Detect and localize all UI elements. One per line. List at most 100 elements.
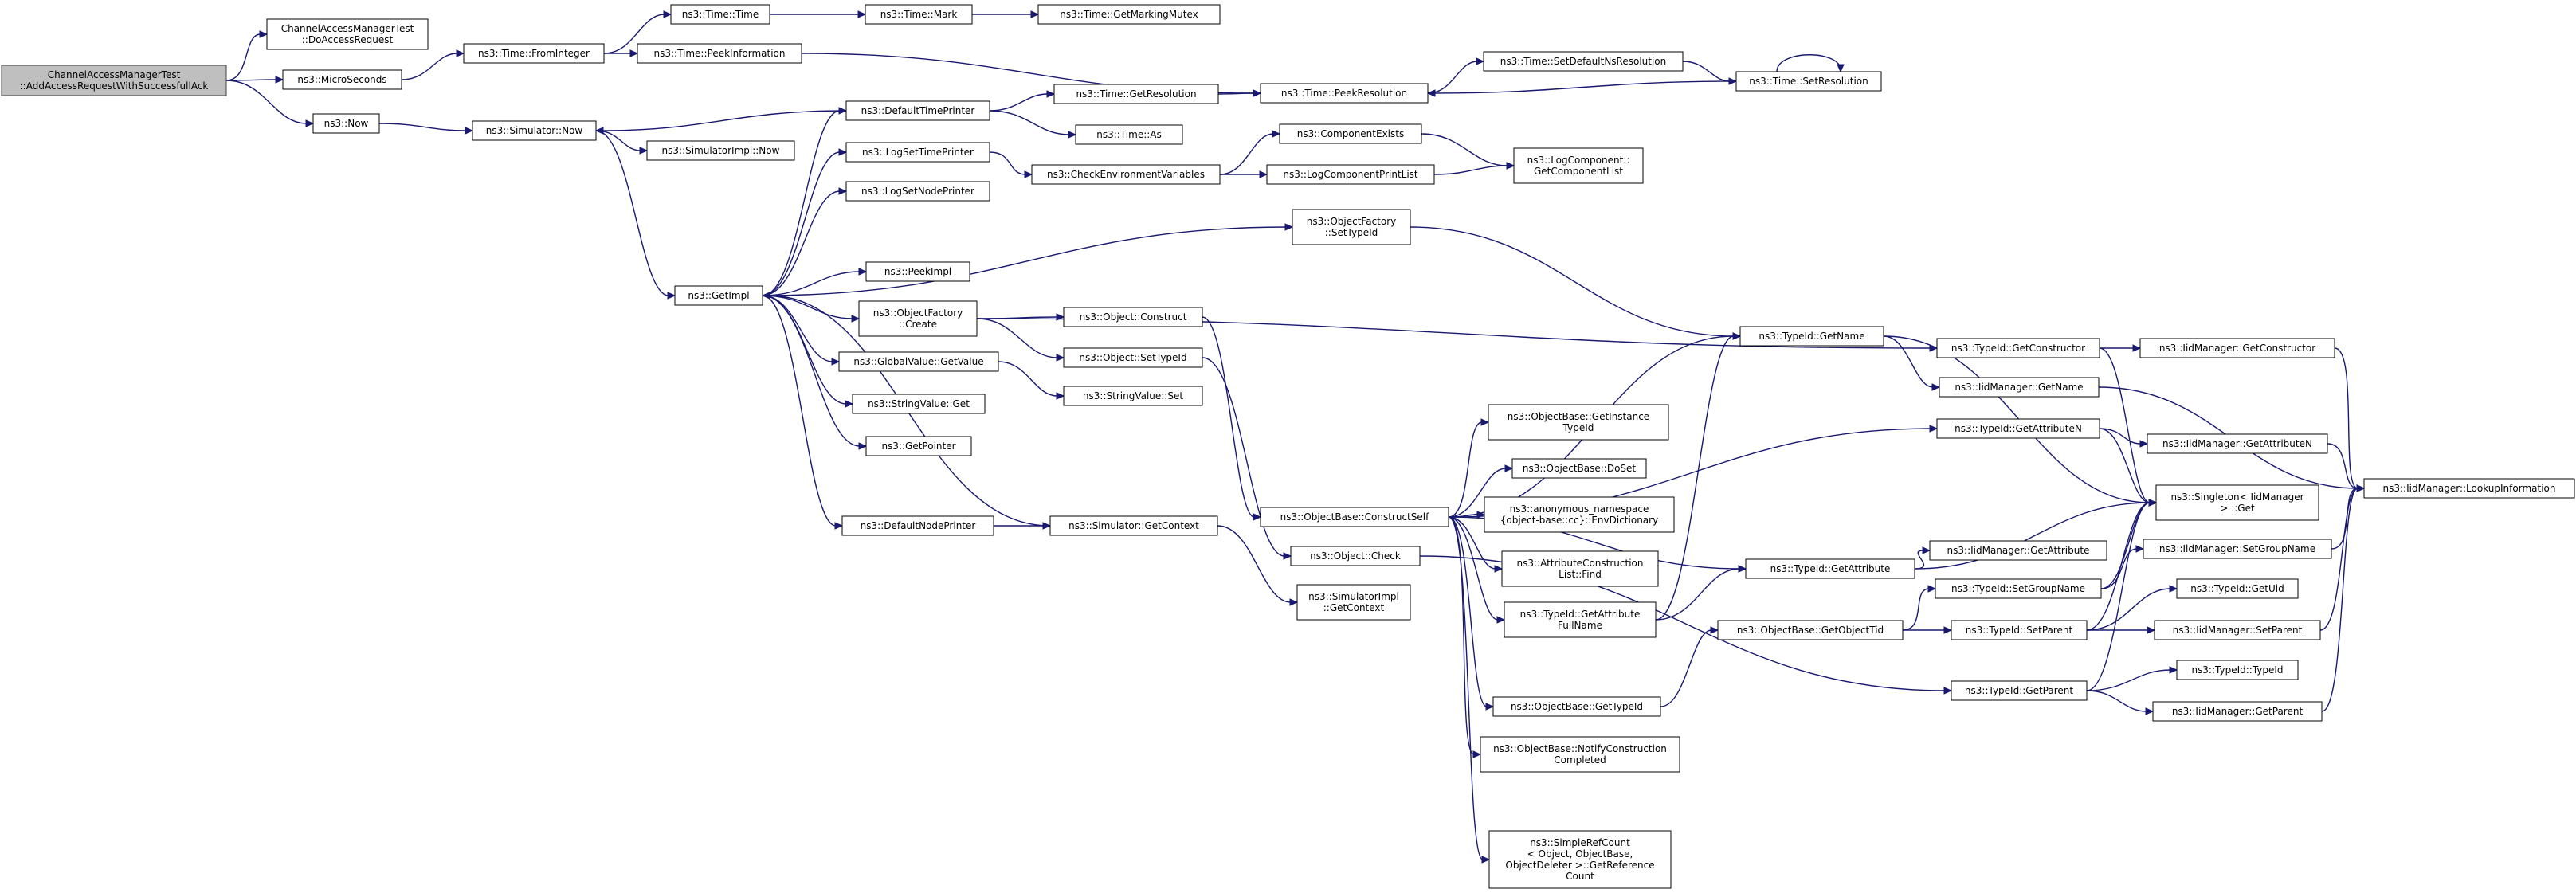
node-doSet[interactable]: ns3::ObjectBase::DoSet xyxy=(1511,458,1647,479)
node-obGetObjTid[interactable]: ns3::ObjectBase::GetObjectTid xyxy=(1717,620,1904,640)
node-checkEnv[interactable]: ns3::CheckEnvironmentVariables xyxy=(1031,164,1221,185)
edge-tidGetParent-to-iidGetParent xyxy=(2086,690,2155,715)
node-label: ns3::Time::Time xyxy=(682,9,759,20)
node-simpleRef[interactable]: ns3::SimpleRefCount< Object, ObjectBase,… xyxy=(1488,830,1672,889)
node-tidGetParent[interactable]: ns3::TypeId::GetParent xyxy=(1951,680,2088,701)
node-now[interactable]: ns3::Now xyxy=(312,113,380,134)
node-tidSetParent[interactable]: ns3::TypeId::SetParent xyxy=(1951,620,2088,640)
node-simImplNow[interactable]: ns3::SimulatorImpl::Now xyxy=(646,140,795,161)
node-label: ns3::PeekImpl xyxy=(884,266,951,277)
node-tidGetAttr[interactable]: ns3::TypeId::GetAttribute xyxy=(1745,558,1915,579)
node-getRes[interactable]: ns3::Time::GetResolution xyxy=(1053,84,1219,104)
node-simGetCtx[interactable]: ns3::Simulator::GetContext xyxy=(1049,515,1218,536)
node-peekRes[interactable]: ns3::Time::PeekResolution xyxy=(1260,83,1429,104)
edge-peekRes-to-setDefNs xyxy=(1427,57,1485,94)
node-timeAs[interactable]: ns3::Time::As xyxy=(1075,124,1183,145)
node-markMutex[interactable]: ns3::Time::GetMarkingMutex xyxy=(1037,4,1221,25)
node-objFactCreate[interactable]: ns3::ObjectFactory::Create xyxy=(858,300,978,337)
node-peekImpl[interactable]: ns3::PeekImpl xyxy=(865,261,970,282)
node-defNodePr[interactable]: ns3::DefaultNodePrinter xyxy=(841,515,994,536)
node-label: ns3::TypeId::GetParent xyxy=(1965,685,2073,696)
edge-arrowhead xyxy=(1253,89,1262,97)
node-tidGetCons[interactable]: ns3::TypeId::GetConstructor xyxy=(1936,338,2100,358)
node-svGet[interactable]: ns3::StringValue::Get xyxy=(852,394,986,414)
node-compExists[interactable]: ns3::ComponentExists xyxy=(1279,123,1422,144)
node-iidSetParent[interactable]: ns3::IidManager::SetParent xyxy=(2154,620,2321,640)
node-logSetTime[interactable]: ns3::LogSetTimePrinter xyxy=(845,142,990,163)
edge-arrowhead xyxy=(1289,598,1299,606)
node-getImpl[interactable]: ns3::GetImpl xyxy=(674,285,763,306)
node-simImplGetCtx[interactable]: ns3::SimulatorImpl::GetContext xyxy=(1296,584,1411,621)
edge-arrowhead xyxy=(1480,418,1490,426)
edge-arrowhead xyxy=(851,315,861,323)
node-svSet[interactable]: ns3::StringValue::Set xyxy=(1063,386,1203,406)
edge-line xyxy=(1902,588,1930,631)
node-getCompList[interactable]: ns3::LogComponent::GetComponentList xyxy=(1513,147,1644,184)
node-getPointer[interactable]: ns3::GetPointer xyxy=(865,436,972,456)
node-iidGetParent[interactable]: ns3::IidManager::GetParent xyxy=(2152,701,2323,722)
node-doAccess[interactable]: ChannelAccessManagerTest::DoAccessReques… xyxy=(266,18,429,50)
edge-tidSetParent-to-tidGetUid xyxy=(2086,585,2178,631)
node-label: ns3::anonymous_namespace xyxy=(1510,503,1649,515)
node-simNow[interactable]: ns3::Simulator::Now xyxy=(472,120,597,141)
node-label: ns3::GetPointer xyxy=(881,441,955,452)
node-objSetTypeId[interactable]: ns3::Object::SetTypeId xyxy=(1063,347,1203,368)
node-box xyxy=(838,351,999,372)
node-box xyxy=(845,142,990,163)
edge-line xyxy=(762,271,861,296)
edge-logSetTime-to-checkEnv xyxy=(989,151,1033,178)
node-box xyxy=(1929,540,2107,561)
edge-arrowhead xyxy=(838,107,848,115)
node-peekInfo[interactable]: ns3::Time::PeekInformation xyxy=(637,43,802,64)
node-obGetTypeId[interactable]: ns3::ObjectBase::GetTypeId xyxy=(1492,696,1661,717)
node-tidGetAttrN[interactable]: ns3::TypeId::GetAttributeN xyxy=(1936,418,2100,439)
edge-arrowhead xyxy=(1056,354,1065,362)
node-gvGetValue[interactable]: ns3::GlobalValue::GetValue xyxy=(838,351,999,372)
node-box xyxy=(1935,578,2102,599)
node-box xyxy=(1480,736,1680,773)
node-mark[interactable]: ns3::Time::Mark xyxy=(865,4,973,25)
node-tidTypeId[interactable]: ns3::TypeId::TypeId xyxy=(2176,660,2299,680)
node-objCheck[interactable]: ns3::Object::Check xyxy=(1290,546,1421,566)
node-label: Completed xyxy=(1554,754,1606,766)
node-box xyxy=(2176,578,2299,599)
edge-arrowhead xyxy=(275,76,284,84)
node-iidGetAttr[interactable]: ns3::IidManager::GetAttribute xyxy=(1929,540,2107,561)
node-defTimePr[interactable]: ns3::DefaultTimePrinter xyxy=(845,100,990,121)
node-envDict[interactable]: ns3::anonymous_namespace{object-base::cc… xyxy=(1484,496,1675,533)
node-fromInt[interactable]: ns3::Time::FromInteger xyxy=(463,43,605,64)
node-label: ns3::IidManager::GetName xyxy=(1955,382,2083,393)
node-notifyCons[interactable]: ns3::ObjectBase::NotifyConstructionCompl… xyxy=(1480,736,1680,773)
node-iidGetName[interactable]: ns3::IidManager::GetName xyxy=(1939,377,2100,398)
edge-getImpl-to-getPointer xyxy=(762,295,868,450)
node-setDefNs[interactable]: ns3::Time::SetDefaultNsResolution xyxy=(1483,51,1684,72)
node-singleton[interactable]: ns3::Singleton< IidManager> ::Get xyxy=(2155,484,2319,521)
node-box xyxy=(1492,696,1661,717)
node-root[interactable]: ChannelAccessManagerTest::AddAccessReque… xyxy=(1,65,227,96)
node-iidSetGroup[interactable]: ns3::IidManager::SetGroupName xyxy=(2143,539,2332,559)
edge-arrowhead xyxy=(1927,585,1937,593)
node-setRes[interactable]: ns3::Time::SetResolution xyxy=(1735,71,1882,92)
node-iidGetCons[interactable]: ns3::IidManager::GetConstructor xyxy=(2139,338,2335,358)
edge-arrowhead xyxy=(1259,170,1268,178)
node-label: ns3::ObjectBase::NotifyConstruction xyxy=(1493,743,1667,754)
node-tidGetUid[interactable]: ns3::TypeId::GetUid xyxy=(2176,578,2299,599)
node-logSetNode[interactable]: ns3::LogSetNodePrinter xyxy=(845,181,990,202)
node-logCompPrint[interactable]: ns3::LogComponentPrintList xyxy=(1266,164,1435,185)
node-label: ns3::Time::PeekResolution xyxy=(1281,88,1407,99)
node-tidGetName[interactable]: ns3::TypeId::GetName xyxy=(1739,326,1884,347)
node-box xyxy=(1504,601,1657,638)
node-box xyxy=(845,181,990,202)
node-iidLookup[interactable]: ns3::IidManager::LookupInformation xyxy=(2363,478,2575,499)
node-micro[interactable]: ns3::MicroSeconds xyxy=(282,69,402,90)
node-time[interactable]: ns3::Time::Time xyxy=(670,4,770,25)
node-objFactSet[interactable]: ns3::ObjectFactory::SetTypeId xyxy=(1292,209,1411,245)
node-tidSetGroup[interactable]: ns3::TypeId::SetGroupName xyxy=(1935,578,2102,599)
node-iidGetAttrN[interactable]: ns3::IidManager::GetAttributeN xyxy=(2147,433,2328,454)
node-objConstruct[interactable]: ns3::Object::Construct xyxy=(1063,307,1203,327)
edge-tidGetAttrFull-to-tidGetName xyxy=(1655,332,1742,621)
node-constructSelf[interactable]: ns3::ObjectBase::ConstructSelf xyxy=(1260,507,1449,527)
